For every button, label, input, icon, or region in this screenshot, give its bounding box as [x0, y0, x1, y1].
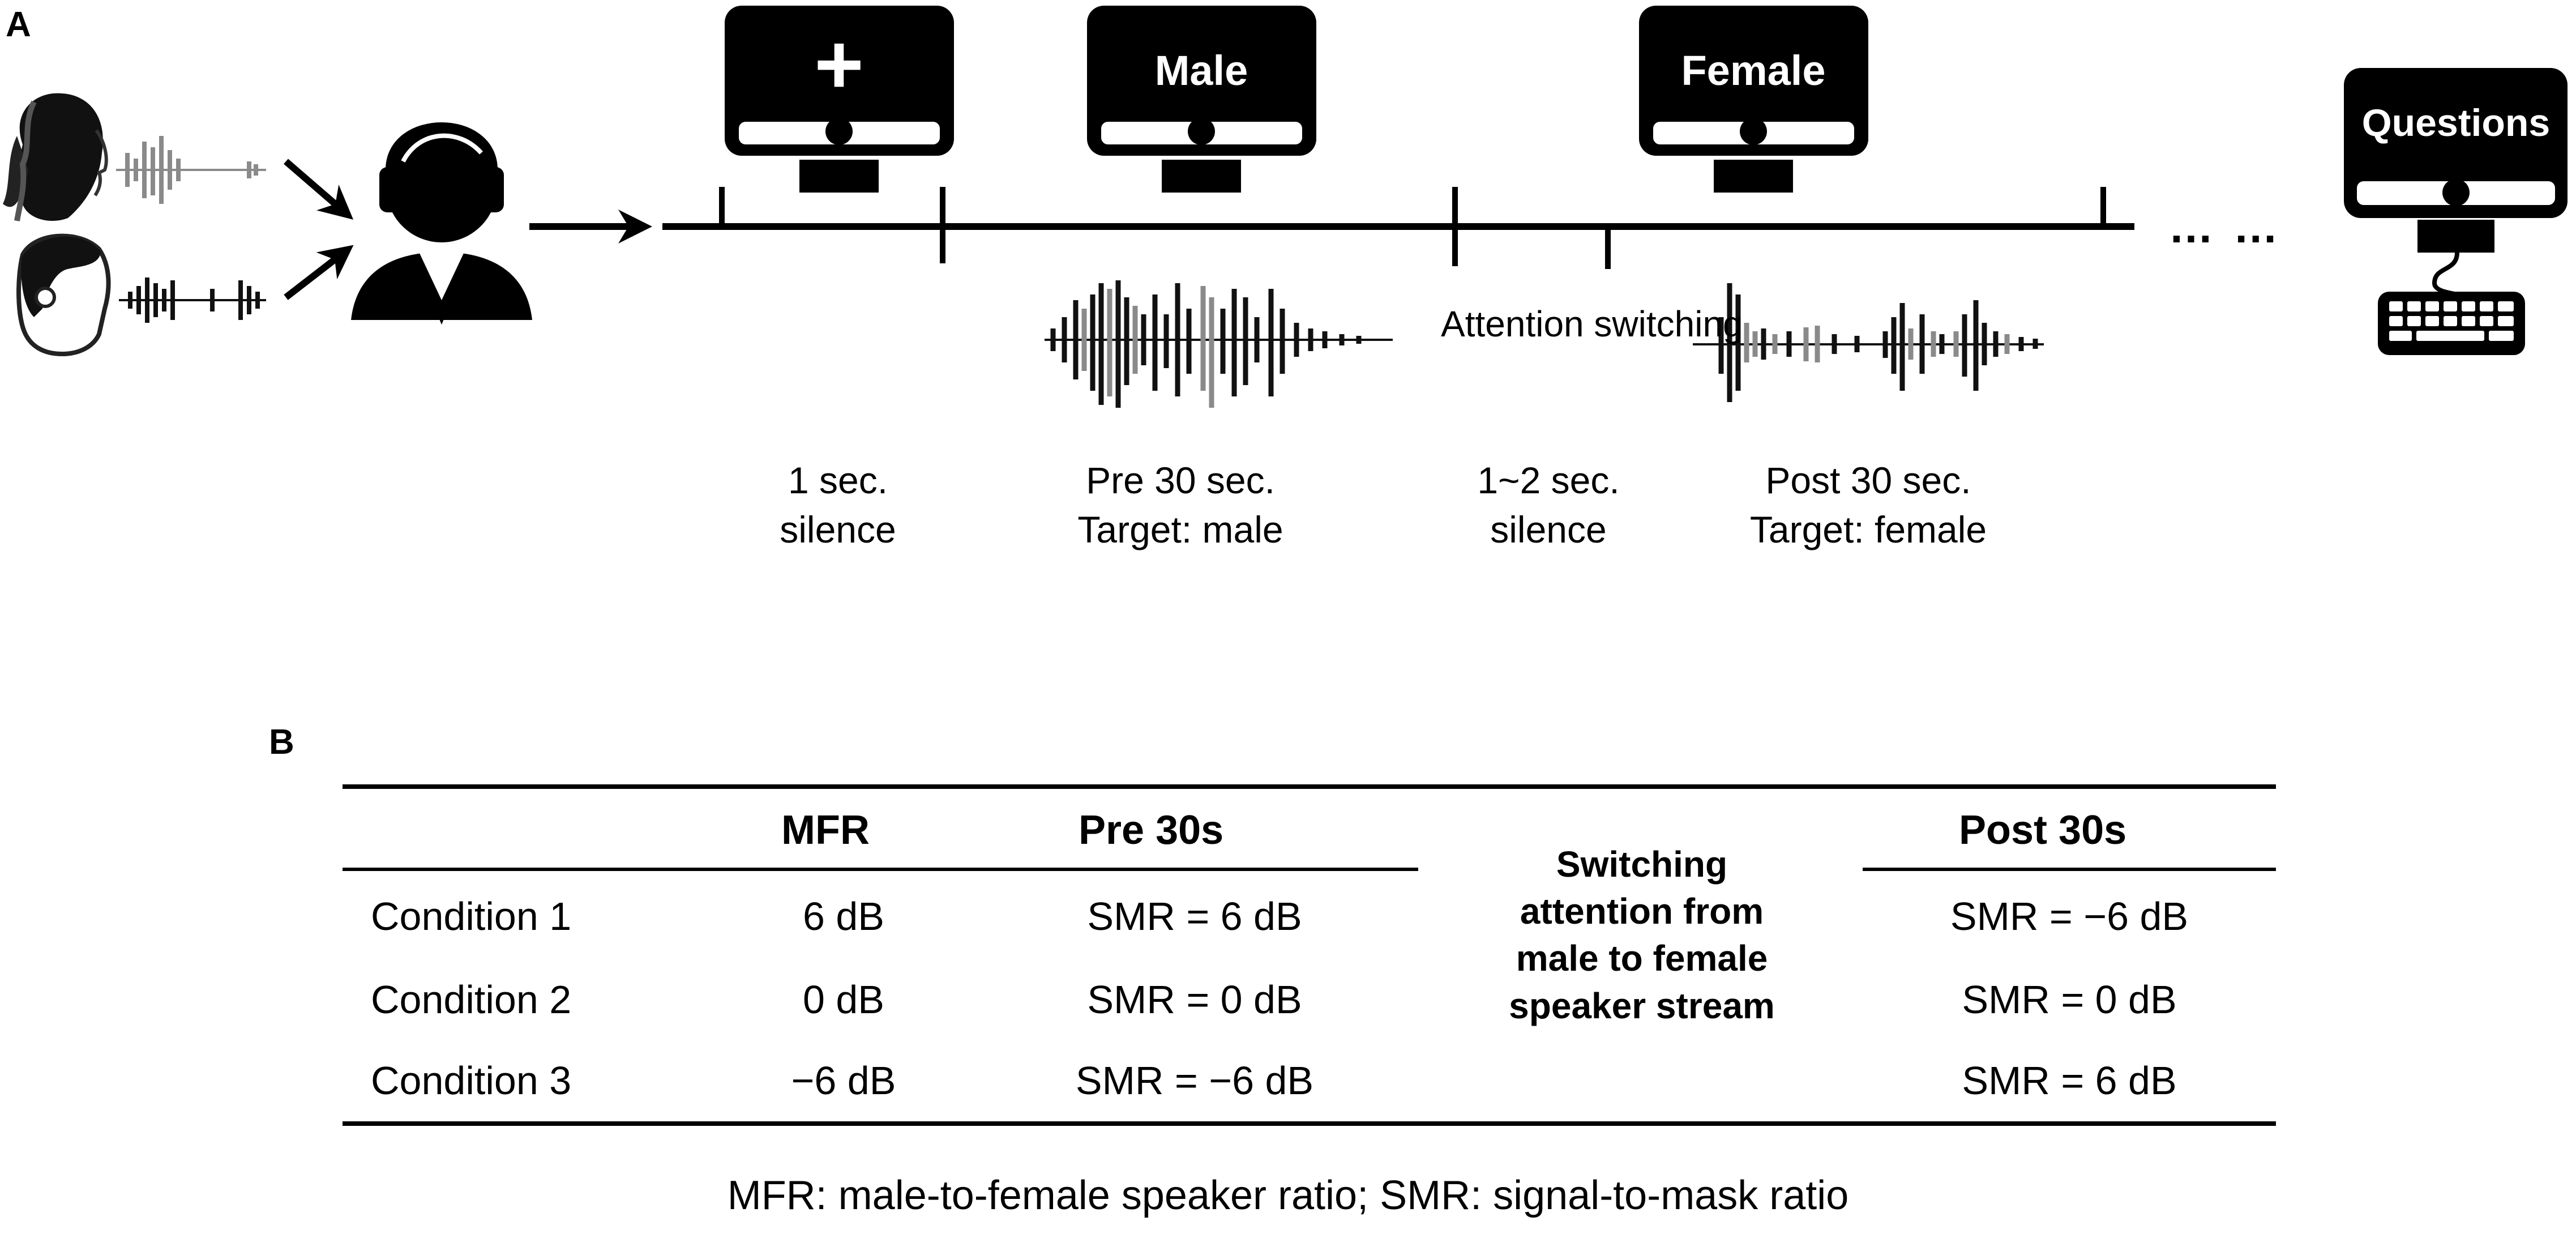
pre-smr-value: SMR = −6 dB — [1075, 1058, 1314, 1103]
arrow-icon — [284, 245, 354, 300]
post-smr-value: SMR = −6 dB — [1950, 894, 2189, 938]
mfr-value: 6 dB — [803, 894, 884, 938]
female-screen-label: Female — [1681, 47, 1825, 94]
header-mfr: MFR — [781, 808, 870, 853]
monitor-icon: Questions — [2344, 68, 2568, 253]
post-mixture-waveform-icon — [1693, 283, 2044, 402]
table-bottom-rule — [343, 1121, 2276, 1126]
questions-screen-label: Questions — [2362, 101, 2551, 144]
header-post-30s: Post 30s — [1959, 808, 2127, 853]
phase-caption-switch-silence: 1~2 sec. silence — [1477, 459, 1620, 551]
monitor-icon: Female — [1639, 6, 1868, 193]
monitor-icon: + — [725, 6, 954, 193]
post-smr-value: SMR = 6 dB — [1962, 1058, 2177, 1103]
panel-b-label: B — [269, 723, 294, 762]
table-top-rule — [343, 784, 2276, 789]
phase-caption-fixation: 1 sec. silence — [780, 459, 896, 551]
pre-mixture-waveform-icon — [1045, 280, 1393, 408]
continuation-ellipsis: … … — [2168, 202, 2282, 252]
listener-headphones-icon — [351, 122, 532, 325]
mfr-value: 0 dB — [803, 977, 884, 1022]
phase-caption-pre: Pre 30 sec. Target: male — [1077, 459, 1283, 551]
table-header-rule-right — [1863, 868, 2276, 871]
female-waveform-icon — [116, 136, 266, 204]
experiment-timeline-diagram: + Male Female Questions — [3, 6, 2568, 408]
keyboard-icon — [2378, 252, 2525, 355]
pre-smr-value: SMR = 0 dB — [1087, 977, 1302, 1022]
condition-label: Condition 1 — [371, 894, 572, 938]
table-header-rule-left — [343, 868, 1418, 871]
male-speaker-icon — [16, 233, 111, 357]
timeline-ticks — [719, 187, 2106, 269]
pre-smr-value: SMR = 6 dB — [1087, 894, 1302, 938]
panel-a-label: A — [6, 5, 31, 44]
male-screen-label: Male — [1155, 47, 1248, 94]
table-footnote: MFR: male-to-female speaker ratio; SMR: … — [727, 1173, 1849, 1218]
mfr-value: −6 dB — [791, 1058, 896, 1103]
switching-attention-note: Switching attention from male to female … — [1509, 844, 1775, 1026]
fixation-cross-label: + — [814, 16, 864, 112]
female-speaker-icon — [3, 93, 108, 221]
arrow-icon — [284, 159, 354, 220]
condition-label: Condition 3 — [371, 1058, 572, 1103]
monitor-icon: Male — [1087, 6, 1316, 193]
condition-label: Condition 2 — [371, 977, 572, 1022]
header-pre-30s: Pre 30s — [1079, 808, 1224, 853]
attention-switching-note: Attention switching — [1441, 304, 1743, 344]
male-waveform-icon — [119, 278, 266, 323]
post-smr-value: SMR = 0 dB — [1962, 977, 2177, 1022]
phase-caption-post: Post 30 sec. Target: female — [1749, 459, 1987, 551]
